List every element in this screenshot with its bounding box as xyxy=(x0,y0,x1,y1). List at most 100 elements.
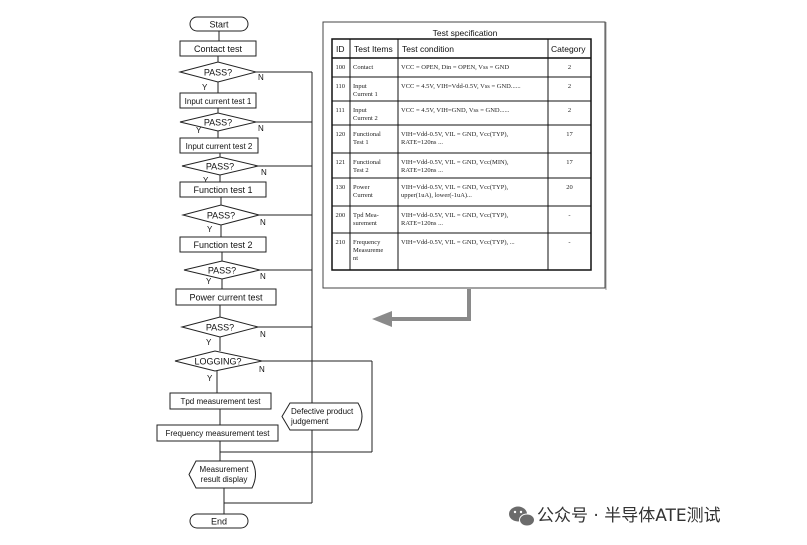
pass-decision-6: PASS? Y N xyxy=(180,316,266,347)
input-current-test-2-box: Input current test 2 xyxy=(179,137,259,154)
table-cell-item: Input xyxy=(353,107,367,114)
pass-label-6: PASS? xyxy=(206,323,234,333)
watermark-text: 公众号 · 半导体ATE测试 xyxy=(537,506,721,526)
table-header-cell: Test Items xyxy=(354,44,393,54)
table-cell-item: Contact xyxy=(353,64,373,71)
pass-label-3: PASS? xyxy=(206,162,234,172)
measurement-result-display-box: Measurement result display xyxy=(188,460,256,489)
table-header-cell: Test condition xyxy=(402,44,454,54)
table-cell-item: Input xyxy=(353,83,367,90)
pass-decision-3: PASS? Y N xyxy=(181,156,267,185)
no-label-2: N xyxy=(258,124,264,133)
table-cell-condition: VCC = 4.5V, VIH=GND, Vss = GND...... xyxy=(401,107,510,114)
no-label-1: N xyxy=(258,73,264,82)
table-cell-item: Functional xyxy=(353,159,381,166)
function-test-2-label: Function test 2 xyxy=(193,240,252,250)
pass-decision-1: PASS? Y N xyxy=(178,61,264,92)
no-label-5: N xyxy=(260,272,266,281)
table-cell-id: 111 xyxy=(336,107,345,114)
wechat-icon xyxy=(509,506,535,527)
table-cell-id: 210 xyxy=(336,239,346,246)
no-label-6: N xyxy=(260,330,266,339)
table-header-cell: ID xyxy=(336,44,345,54)
pass-decision-4: PASS? Y N xyxy=(181,204,266,234)
contact-test-box: Contact test xyxy=(179,40,257,57)
spec-table-panel: Test specification ID Test Items Test cond… xyxy=(322,21,607,290)
table-cell-category: - xyxy=(568,212,570,219)
table-cell-condition: RATE=120ns ... xyxy=(401,167,443,174)
table-cell-id: 100 xyxy=(336,64,346,71)
table-cell-item: Measureme xyxy=(353,247,383,254)
table-cell-item: Test 2 xyxy=(353,167,369,174)
table-cell-condition: VIH=Vdd-0.5V, VIL = GND, Vcc(TYP), xyxy=(401,184,508,191)
table-cell-item: nt xyxy=(353,255,358,262)
end-terminal: End xyxy=(189,513,249,529)
table-cell-id: 130 xyxy=(336,184,346,191)
defective-product-judgement-box: Defective product judgement xyxy=(281,402,363,431)
table-cell-item: Frequency xyxy=(353,239,381,246)
logging-decision: LOGGING? Y N xyxy=(174,350,265,383)
table-cell-item: Functional xyxy=(353,131,381,138)
table-cell-category: 17 xyxy=(566,131,573,138)
table-cell-category: 17 xyxy=(566,159,573,166)
yes-label-2: Y xyxy=(196,126,202,135)
table-cell-id: 121 xyxy=(336,159,346,166)
result-display-line1: Measurement xyxy=(200,465,250,474)
table-cell-condition: VIH=Vdd-0.5V, VIL = GND, Vcc(TYP), ... xyxy=(401,239,515,246)
start-label: Start xyxy=(209,20,229,30)
no-label-4: N xyxy=(260,218,266,227)
table-cell-id: 120 xyxy=(336,131,346,138)
input-current-test-2-label: Input current test 2 xyxy=(186,142,253,151)
contact-test-label: Contact test xyxy=(194,44,243,54)
defective-judgement-line2: judgement xyxy=(290,417,329,426)
input-current-test-1-label: Input current test 1 xyxy=(185,97,252,106)
table-cell-item: Current xyxy=(353,192,373,199)
frequency-measurement-test-box: Frequency measurement test xyxy=(156,424,279,442)
table-cell-item: Power xyxy=(353,184,370,191)
watermark: 公众号 · 半导体ATE测试 xyxy=(509,506,721,527)
pass-label-1: PASS? xyxy=(204,68,232,78)
table-cell-condition: VCC = OPEN, Din = OPEN, Vss = GND xyxy=(401,64,509,71)
table-cell-item: surement xyxy=(353,220,377,227)
table-cell-item: Tpd Mea- xyxy=(353,212,379,219)
table-row: 100 Contact VCC = OPEN, Din = OPEN, Vss = … xyxy=(336,64,572,71)
spec-table: ID Test Items Test condition Category 100 Con… xyxy=(332,39,591,270)
table-cell-condition: RATE=120ns ... xyxy=(401,220,443,227)
table-cell-condition: VIH=Vdd-0.5V, VIL = GND, Vcc(MIN), xyxy=(401,159,509,166)
power-current-test-box: Power current test xyxy=(175,288,277,306)
power-current-test-label: Power current test xyxy=(189,293,263,303)
no-label-logging: N xyxy=(259,365,265,374)
table-cell-id: 200 xyxy=(336,212,346,219)
pass-label-5: PASS? xyxy=(208,266,236,276)
table-cell-category: 2 xyxy=(568,83,571,90)
table-cell-category: 20 xyxy=(566,184,573,191)
table-cell-id: 110 xyxy=(336,83,346,90)
pass-decision-2: PASS? Y N xyxy=(179,112,264,135)
yes-label-1: Y xyxy=(202,83,208,92)
connector-lines xyxy=(216,31,373,514)
defective-judgement-line1: Defective product xyxy=(291,407,354,416)
result-display-line2: result display xyxy=(201,475,248,484)
yes-label-3: Y xyxy=(203,176,209,185)
yes-label-6: Y xyxy=(206,338,212,347)
spec-table-title: Test specification xyxy=(433,28,498,38)
table-cell-condition: VIH=Vdd-0.5V, VIL = GND, Vcc(TYP), xyxy=(401,131,508,138)
end-label: End xyxy=(211,517,227,527)
table-header-cell: Category xyxy=(551,44,586,54)
table-cell-category: 2 xyxy=(568,107,571,114)
gray-arrow xyxy=(372,289,471,327)
table-cell-condition: upper(1uA), lower(-1uA)... xyxy=(401,192,472,199)
table-cell-item: Current 2 xyxy=(353,115,378,122)
yes-label-4: Y xyxy=(207,225,213,234)
table-cell-category: - xyxy=(568,239,570,246)
pass-decision-5: PASS? Y N xyxy=(183,260,266,286)
frequency-measurement-test-label: Frequency measurement test xyxy=(165,429,270,438)
